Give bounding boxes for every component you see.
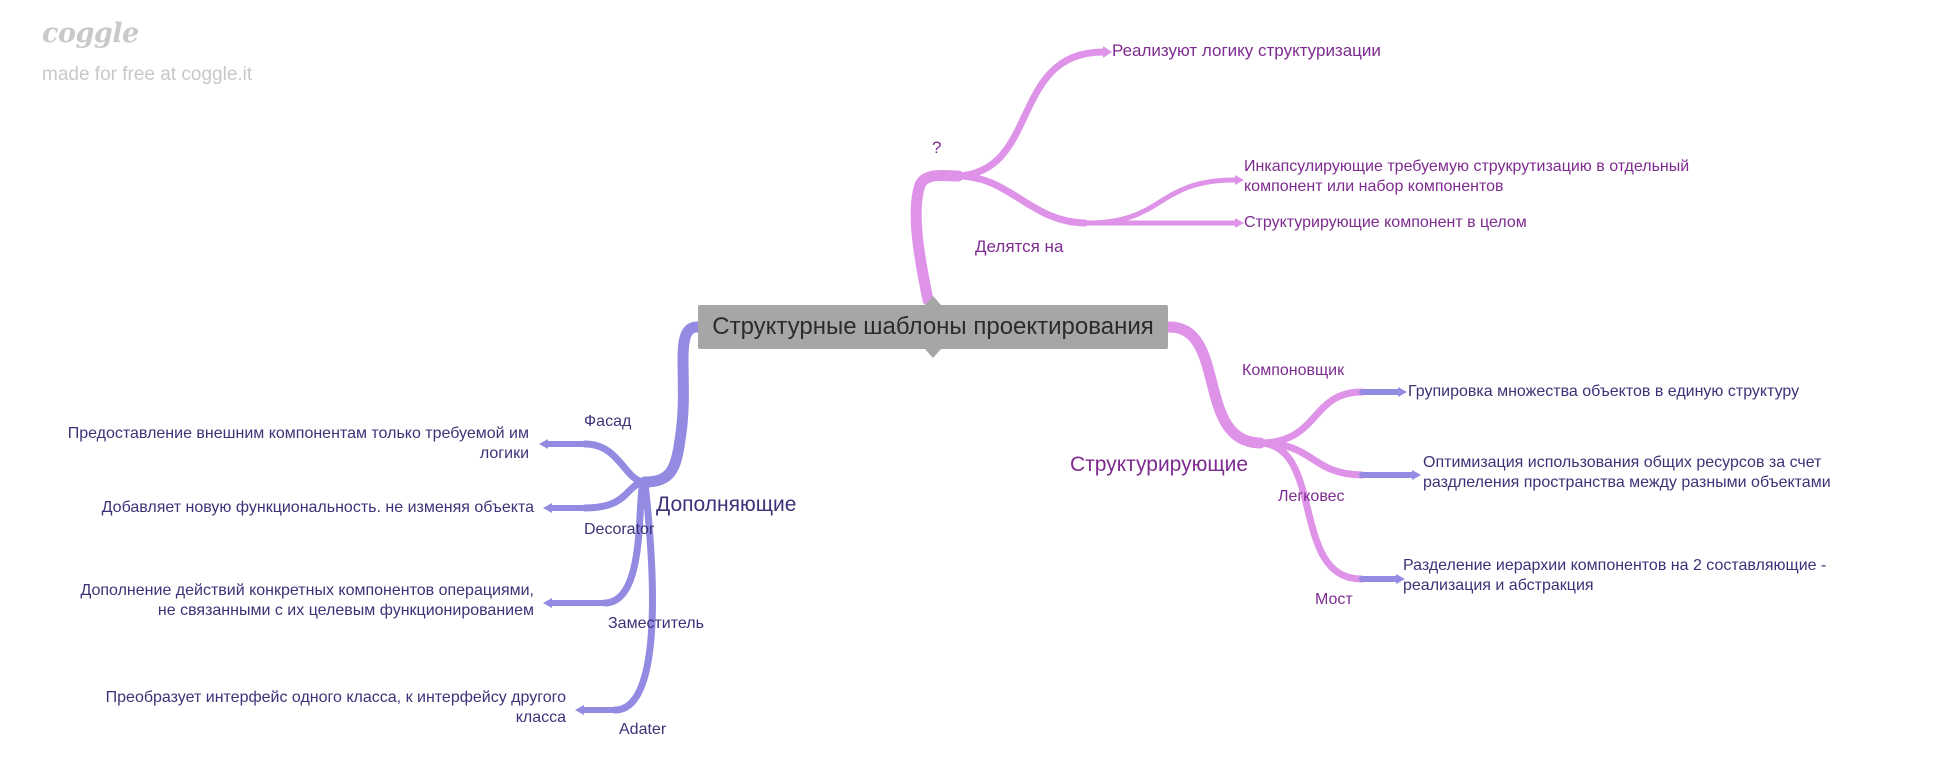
flyweight-node[interactable]: Легковес [1278,488,1345,505]
arrow-proxy [543,598,552,608]
encapsulating-line-1: Инкапсулирующие требуемую струкрутизацию… [1244,158,1690,175]
decorator-node[interactable]: Decorator [584,521,655,538]
proxy-desc[interactable]: Дополнение действий конкретных компонент… [80,581,534,621]
composite-node[interactable]: Компоновщик [1242,362,1345,379]
proxy-desc-line-1: Дополнение действий конкретных компонент… [80,582,534,599]
bridge-desc-line-2: реализация и абстракция [1403,577,1594,594]
proxy-desc-line-2: не связанными с их целевым функционирова… [157,602,534,619]
encapsulating-line-2: компонент или набор компонентов [1244,178,1504,195]
encapsulating-leaf[interactable]: Инкапсулирующие требуемую струкрутизацию… [1244,157,1689,197]
arrow-composite [1398,387,1407,397]
flyweight-desc[interactable]: Оптимизация использования общих ресурсов… [1423,453,1831,493]
branch-divided-to-encapsulating [1082,177,1238,226]
arrow-logic [1103,46,1112,58]
question-node[interactable]: ? [932,138,942,157]
branch-structuring-to-composite [1256,388,1366,447]
proxy-node[interactable]: Заместитель [608,615,704,632]
flyweight-desc-line-1: Оптимизация использования общих ресурсов… [1423,454,1822,471]
branch-supplementing-to-facade [581,440,649,486]
bridge-desc-line-1: Разделение иерархии компонентов на 2 сос… [1403,557,1827,574]
root-notch-top [925,296,941,305]
arrow-adapter [575,705,584,715]
decorator-desc[interactable]: Добавляет новую функциональность. не изм… [101,499,534,516]
composite-desc[interactable]: Групировка множества объектов в единую с… [1408,383,1800,400]
branch-root-to-structuring [1162,321,1266,449]
bridge-node[interactable]: Мост [1315,591,1353,608]
facade-desc-line-2: логики [479,445,529,462]
facade-desc-line-1: Предоставление внешним компонентам тольк… [67,425,529,442]
branch-supplementing-to-proxy [601,478,649,607]
branch-root-to-question [910,169,964,306]
branch-question-to-divided [954,172,1089,227]
logic-leaf[interactable]: Реализуют логику структуризации [1112,41,1381,60]
branch-supplementing-to-adapter [611,478,656,714]
arrow-encapsulating [1235,175,1244,185]
bridge-desc[interactable]: Разделение иерархии компонентов на 2 сос… [1403,556,1826,596]
arrow-facade [539,439,548,449]
adapter-desc[interactable]: Преобразует интерфейс одного класса, к и… [106,688,566,728]
arrow-decorator [543,503,552,513]
coggle-logo: coggle [42,18,139,49]
root-node[interactable]: Структурные шаблоны проектирования [698,305,1168,349]
root-notch-bottom [925,349,941,358]
adapter-desc-line-2: класса [515,709,566,726]
adapter-node[interactable]: Adater [619,721,667,738]
arrow-bridge [1396,574,1405,584]
flyweight-desc-line-2: раздлеления пространства между разными о… [1423,474,1831,491]
branch-structuring-to-bridge [1256,439,1366,583]
supplementing-node[interactable]: Дополняющие [656,493,797,516]
facade-desc[interactable]: Предоставление внешним компонентам тольк… [68,424,529,464]
branch-supplementing-to-decorator [581,478,649,512]
adapter-desc-line-1: Преобразует интерфейс одного класса, к и… [105,689,566,706]
structuring-node[interactable]: Структурирующие [1070,453,1249,476]
facade-node[interactable]: Фасад [584,413,632,430]
divided-node[interactable]: Делятся на [975,237,1064,256]
coggle-credit: made for free at coggle.it [42,64,253,85]
arrow-flyweight [1412,470,1421,480]
structuring-whole-leaf[interactable]: Структурирующие компонент в целом [1244,214,1527,231]
branch-question-to-logic [954,48,1107,180]
branch-root-to-supplementing [639,321,704,488]
arrow-structuring-whole [1235,218,1244,228]
